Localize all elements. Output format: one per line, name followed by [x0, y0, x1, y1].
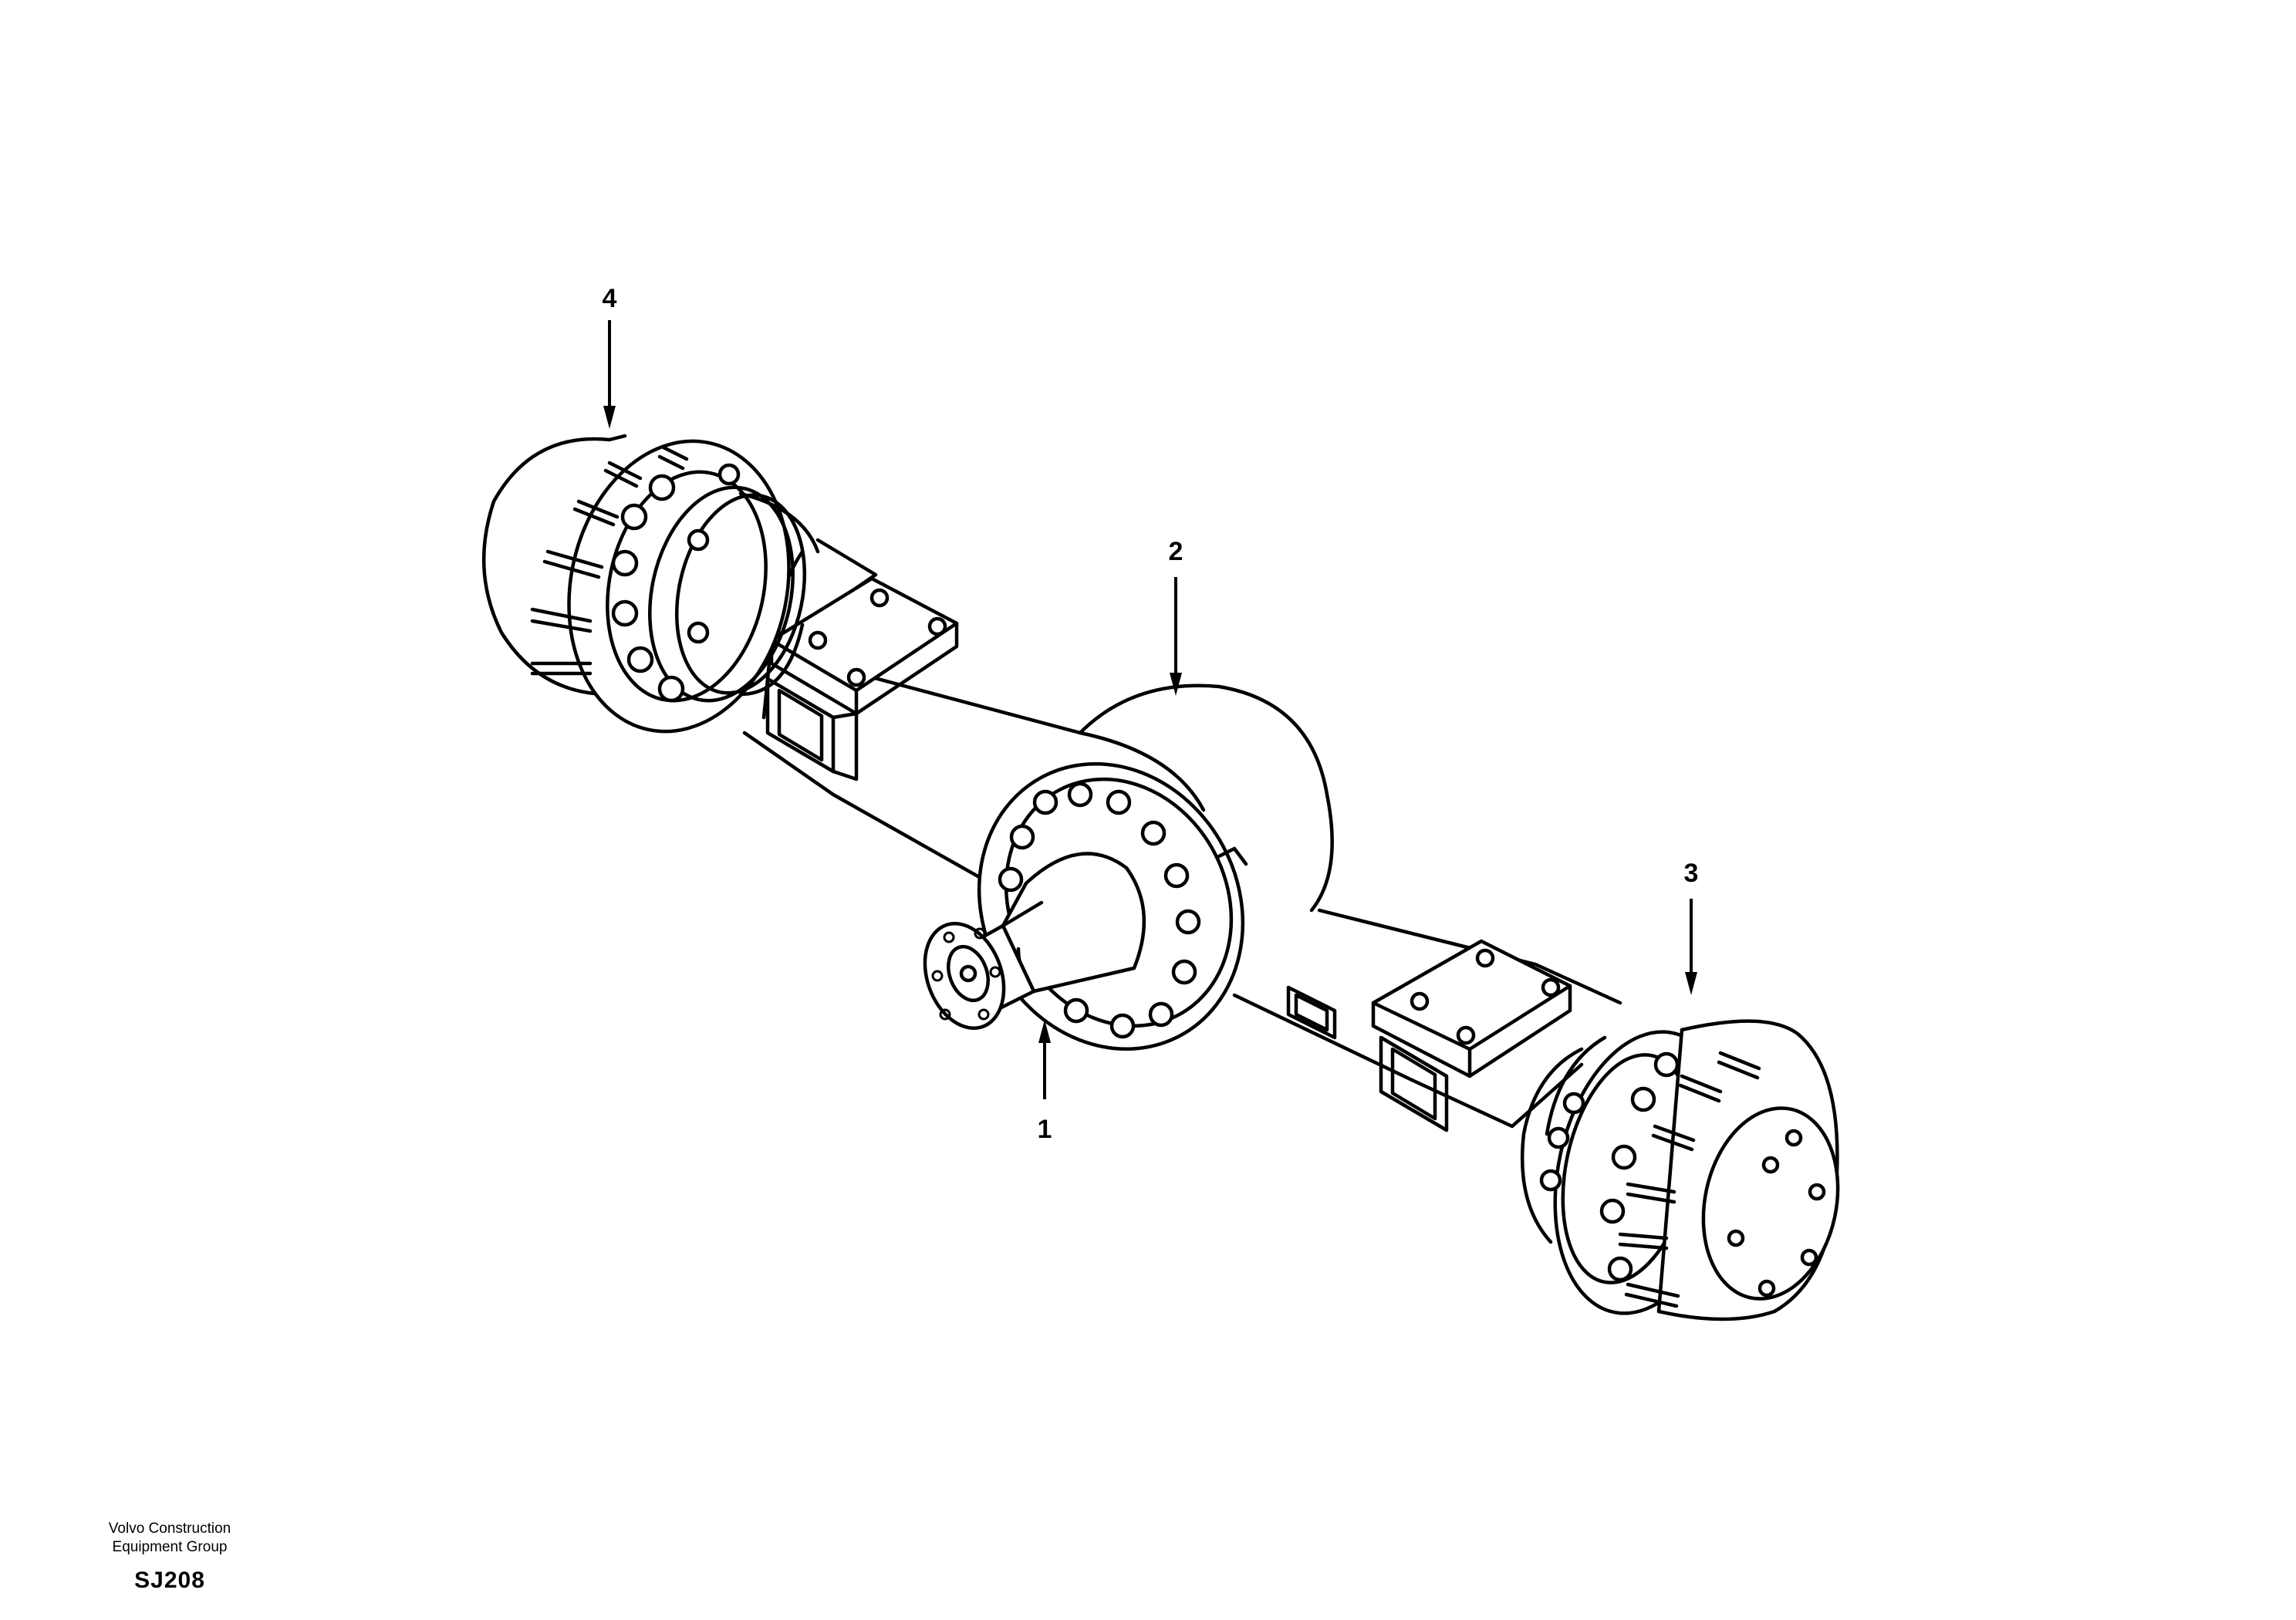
callout-label-3: 3: [1684, 859, 1699, 888]
right-mounting-pad: [1286, 939, 1572, 1132]
company-name-line2: Equipment Group: [112, 1539, 228, 1555]
callout-label-2: 2: [1169, 537, 1183, 566]
right-wheel-hub: [1520, 1019, 1840, 1321]
callout-arrow-4: [603, 320, 616, 429]
callout-arrow-3: [1685, 899, 1697, 995]
callout-label-1: 1: [1038, 1115, 1052, 1144]
callout-arrow-2: [1170, 577, 1182, 696]
input-flange: [923, 921, 1036, 1031]
left-wheel-hub: [481, 434, 820, 734]
company-name-line1: Volvo Construction: [108, 1520, 231, 1537]
callout-arrow-1: [1038, 1020, 1051, 1099]
callout-label-4: 4: [603, 284, 617, 313]
differential-housing: [977, 683, 1334, 1051]
illustration-code: SJ208: [134, 1568, 205, 1593]
left-mounting-pad: [765, 576, 959, 781]
publisher-footer: Volvo Construction Equipment Group SJ208: [77, 1520, 262, 1594]
